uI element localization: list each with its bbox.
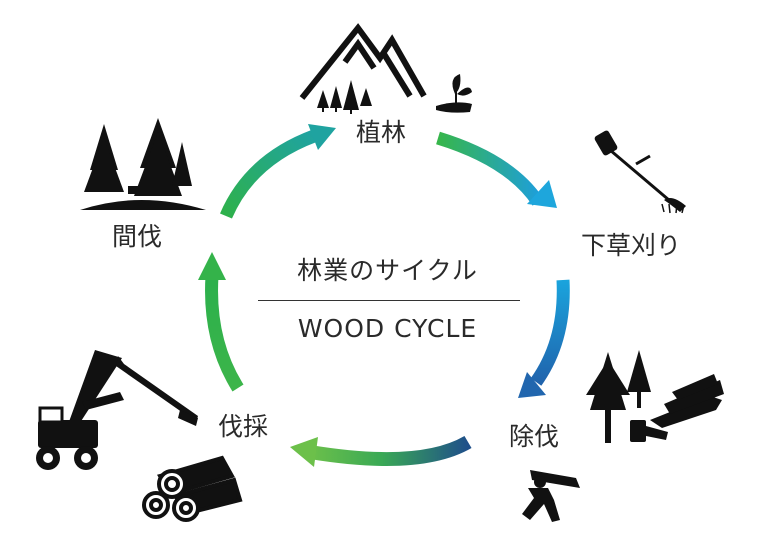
tree-cutting-icon bbox=[586, 350, 724, 443]
center-title-en: WOOD CYCLE bbox=[297, 314, 478, 343]
stage-label-logging: 伐採 bbox=[218, 412, 269, 441]
center-title-jp: 林業のサイクル bbox=[297, 256, 478, 285]
thinned-forest-icon bbox=[80, 118, 206, 210]
small-trees-icon bbox=[317, 80, 372, 114]
arrow-planting-to-weeding bbox=[436, 131, 557, 208]
arrow-thinning-to-planting bbox=[220, 124, 336, 219]
log-carrier-icon bbox=[522, 470, 580, 522]
logging-machine-icon bbox=[36, 350, 198, 470]
stage-label-cleaning: 除伐 bbox=[509, 422, 560, 451]
arrow-logging-to-thinning bbox=[198, 252, 244, 392]
center-divider bbox=[258, 300, 520, 301]
brush-cutter-icon bbox=[594, 130, 686, 214]
arrow-cleaning-to-logging bbox=[290, 435, 472, 467]
mountain-forest-icon bbox=[299, 23, 427, 100]
arrow-weeding-to-cleaning bbox=[518, 279, 570, 398]
stage-label-planting: 植林 bbox=[356, 118, 407, 147]
sprout-in-hand-icon bbox=[436, 74, 472, 113]
log-pile-icon bbox=[142, 455, 243, 522]
stage-label-weeding: 下草刈り bbox=[581, 231, 682, 260]
stage-label-thinning: 間伐 bbox=[112, 222, 163, 251]
